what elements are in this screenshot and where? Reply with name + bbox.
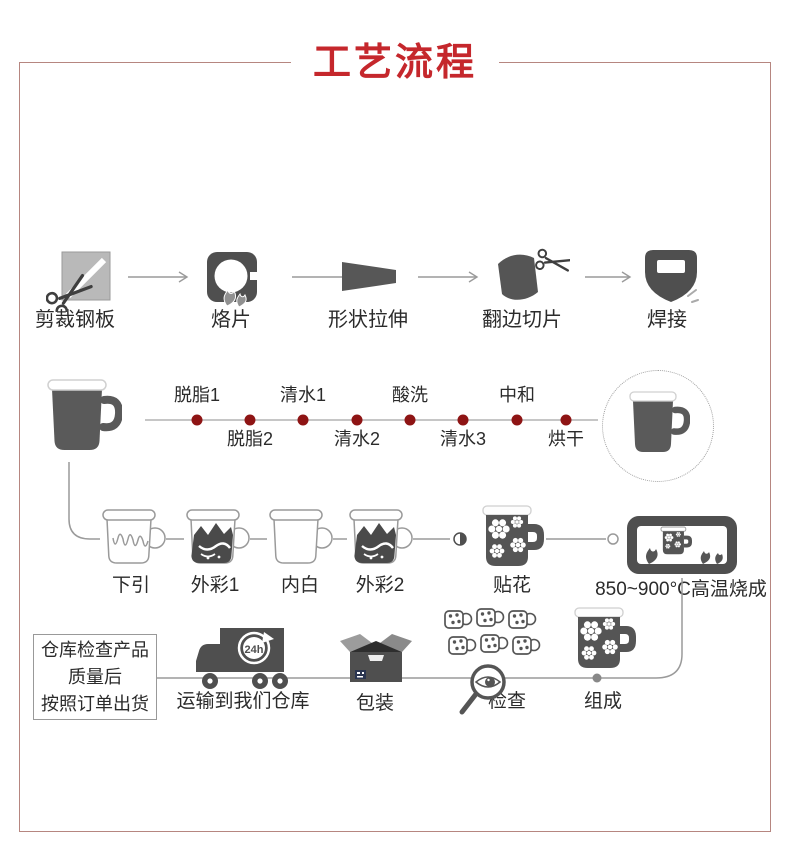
warehouse-note-line3: 按照订单出货 bbox=[41, 693, 149, 714]
washed-mug-circle bbox=[602, 370, 714, 482]
cup-grid-icon bbox=[444, 608, 541, 655]
step-label-welding: 焊接 bbox=[647, 309, 687, 331]
decor-label-underglaze: 下引 bbox=[111, 575, 150, 596]
decor-label-decal: 贴花 bbox=[492, 575, 531, 596]
decor-label-inner-white: 内白 bbox=[280, 575, 319, 596]
wash-stage-acid-wash: 酸洗 bbox=[392, 385, 428, 405]
packaging-label: 包装 bbox=[355, 693, 394, 714]
transport-label: 运输到我们仓库 bbox=[176, 691, 310, 712]
heated-disc-icon bbox=[207, 252, 259, 308]
inner-white-mug-icon bbox=[269, 509, 333, 564]
truck-badge-24h: 24h bbox=[245, 644, 264, 656]
decor-label-outer-color2: 外彩2 bbox=[355, 575, 405, 596]
delivery-truck-icon: 24h bbox=[196, 628, 288, 689]
decal-mug-icon bbox=[482, 505, 544, 566]
stretched-shape-icon bbox=[342, 262, 396, 291]
inspection-magnifier-icon bbox=[459, 664, 506, 715]
page-title-text: 工艺流程 bbox=[290, 40, 499, 86]
step-label-flange-cut: 翻边切片 bbox=[482, 309, 562, 331]
warehouse-note-line2: 质量后 bbox=[68, 666, 122, 687]
warehouse-note-line1: 仓库检查产品 bbox=[41, 639, 149, 660]
outer-color1-mug-icon bbox=[186, 509, 250, 564]
enamel-mug-icon bbox=[47, 379, 122, 450]
step-label-heated-disc: 烙片 bbox=[211, 309, 251, 331]
wash-stage-degrease1: 脱脂1 bbox=[173, 385, 220, 405]
outer-color2-mug-icon bbox=[349, 509, 413, 564]
scissors-steel-plate-icon bbox=[46, 251, 111, 312]
packaging-box-icon bbox=[340, 634, 412, 682]
flange-cut-icon bbox=[498, 248, 570, 300]
warehouse-note-box: 仓库检查产品 质量后 按照订单出货 bbox=[33, 634, 157, 720]
wash-stage-rinse1: 清水1 bbox=[279, 385, 326, 405]
firing-temperature-label: 850~900°C高温烧成 bbox=[595, 579, 767, 600]
assembled-mug-icon bbox=[574, 607, 636, 668]
wash-stage-rinse3: 清水3 bbox=[439, 429, 486, 449]
page-title: 工艺流程 bbox=[0, 40, 790, 86]
wash-stage-rinse2: 清水2 bbox=[333, 429, 380, 449]
wash-stage-neutralize: 中和 bbox=[499, 385, 535, 405]
decor-label-outer-color1: 外彩1 bbox=[190, 575, 240, 596]
wash-stage-dry: 烘干 bbox=[548, 429, 584, 449]
washed-mug-icon bbox=[629, 391, 690, 452]
step-label-cut-steel-plate: 剪裁钢板 bbox=[35, 309, 115, 331]
welding-mask-icon bbox=[645, 250, 699, 303]
kiln-firing-icon bbox=[627, 516, 737, 574]
glaze-dip-mug-icon bbox=[102, 509, 166, 564]
assembly-label: 组成 bbox=[583, 691, 622, 712]
step-label-shape-stretch: 形状拉伸 bbox=[328, 309, 408, 331]
wash-stage-degrease2: 脱脂2 bbox=[226, 429, 273, 449]
